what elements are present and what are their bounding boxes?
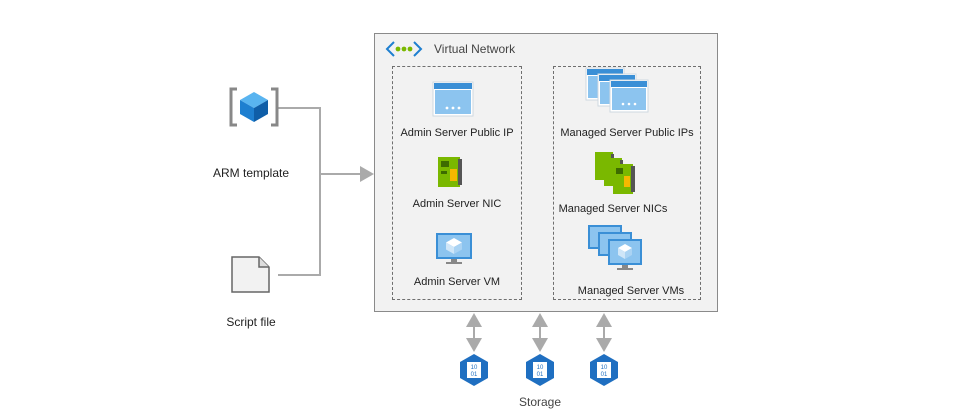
svg-text:10: 10 (471, 365, 478, 371)
admin-public-ip-label: Admin Server Public IP (400, 127, 514, 139)
managed-public-ip-icon (585, 67, 649, 113)
svg-text:01: 01 (537, 372, 544, 378)
nic-icon (438, 157, 462, 187)
virtual-network-icon (385, 41, 423, 57)
arm-template-label: ARM template (212, 166, 290, 180)
admin-nic-label: Admin Server NIC (412, 198, 502, 210)
managed-public-ip-label: Managed Server Public IPs (560, 127, 694, 139)
arm-connector (278, 107, 321, 174)
script-file-icon (231, 256, 270, 293)
managed-nic-icon (595, 152, 635, 194)
vm-icon (436, 233, 472, 264)
arm-template-icon (229, 87, 279, 127)
admin-vm-label: Admin Server VM (413, 276, 501, 288)
svg-text:01: 01 (471, 372, 478, 378)
virtual-network-title: Virtual Network (434, 42, 516, 56)
storage-icon: 10 01 (526, 354, 554, 386)
managed-nic-label: Managed Server NICs (558, 203, 668, 215)
storage-label: Storage (518, 395, 562, 409)
public-ip-icon (432, 81, 474, 117)
managed-vm-label: Managed Server VMs (577, 285, 685, 297)
svg-text:01: 01 (601, 372, 608, 378)
script-file-label: Script file (226, 315, 276, 329)
script-connector (278, 174, 321, 276)
storage-icon: 10 01 (460, 354, 488, 386)
svg-text:10: 10 (537, 365, 544, 371)
svg-text:10: 10 (601, 365, 608, 371)
storage-icon: 10 01 (590, 354, 618, 386)
managed-vm-icon (588, 225, 642, 270)
